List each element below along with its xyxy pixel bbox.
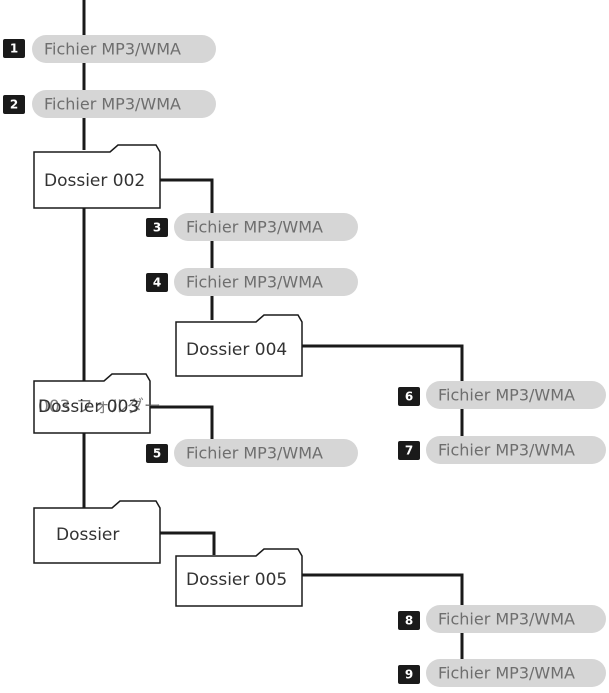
connector-folder-dossier: [160, 531, 216, 555]
file-pill: [32, 90, 216, 118]
file-badge: [398, 441, 420, 460]
connector-folder-002: [158, 178, 214, 320]
file-pill: [426, 659, 606, 687]
file-item-5: 5 Fichier MP3/WMA: [146, 439, 358, 467]
tree-connectors: [82, 0, 464, 670]
file-label: Fichier MP3/WMA: [44, 40, 181, 59]
file-pill: [426, 605, 606, 633]
file-badge: [3, 39, 25, 58]
file-pill: [426, 381, 606, 409]
folder-label-overlap: 003 フォルダー: [38, 397, 161, 417]
file-label: Fichier MP3/WMA: [44, 95, 181, 114]
file-label: Fichier MP3/WMA: [186, 444, 323, 463]
file-badge-number: 4: [153, 276, 161, 290]
file-label: Fichier MP3/WMA: [438, 610, 575, 629]
folder-label: Dossier 005: [186, 570, 287, 590]
file-badge-number: 5: [153, 447, 161, 461]
file-pill: [426, 436, 606, 464]
folder-dossier: Dossier: [33, 500, 161, 564]
folder-label: Dossier 002: [44, 171, 145, 191]
connector-folder-004: [300, 344, 464, 448]
file-item-4: 4 Fichier MP3/WMA: [146, 268, 358, 296]
file-pill: [174, 213, 358, 241]
file-badge: [398, 665, 420, 684]
file-badge: [146, 218, 168, 237]
file-label: Fichier MP3/WMA: [186, 273, 323, 292]
file-badge-number: 6: [405, 390, 413, 404]
file-pill: [32, 35, 216, 63]
folder-icon: [33, 500, 161, 564]
file-label: Fichier MP3/WMA: [186, 218, 323, 237]
file-pill: [174, 268, 358, 296]
file-badge: [398, 611, 420, 630]
file-item-6: 6 Fichier MP3/WMA: [398, 381, 606, 409]
file-badge: [3, 95, 25, 114]
connector-folder-003: [150, 405, 214, 448]
folder-003: 003 フォルダー Dossier 003: [33, 373, 161, 434]
file-item-9: 9 Fichier MP3/WMA: [398, 659, 606, 687]
folder-label: Dossier 004: [186, 340, 287, 360]
file-item-3: 3 Fichier MP3/WMA: [146, 213, 358, 241]
file-badge-number: 7: [405, 444, 413, 458]
file-badge: [146, 444, 168, 463]
connector-folder-005: [300, 573, 464, 670]
file-badge-number: 3: [153, 221, 161, 235]
folder-002: Dossier 002: [33, 144, 161, 209]
folder-icon: [175, 548, 303, 607]
file-badge-number: 9: [405, 668, 413, 682]
file-label: Fichier MP3/WMA: [438, 386, 575, 405]
file-item-7: 7 Fichier MP3/WMA: [398, 436, 606, 464]
file-badge: [146, 273, 168, 292]
file-item-2: 2 Fichier MP3/WMA: [3, 90, 216, 118]
file-badge-number: 2: [10, 98, 18, 112]
folder-label: Dossier: [56, 525, 119, 545]
file-badge-number: 1: [10, 42, 18, 56]
file-badge: [398, 387, 420, 406]
file-item-8: 8 Fichier MP3/WMA: [398, 605, 606, 633]
file-label: Fichier MP3/WMA: [438, 441, 575, 460]
folder-icon: [33, 373, 151, 434]
folder-label: Dossier 003: [38, 397, 139, 417]
folder-005: Dossier 005: [175, 548, 303, 607]
file-item-1: 1 Fichier MP3/WMA: [3, 35, 216, 63]
folder-icon: [175, 314, 303, 377]
file-badge-number: 8: [405, 614, 413, 628]
file-pill: [174, 439, 358, 467]
file-label: Fichier MP3/WMA: [438, 664, 575, 683]
folder-icon: [33, 144, 161, 209]
folder-004: Dossier 004: [175, 314, 303, 377]
